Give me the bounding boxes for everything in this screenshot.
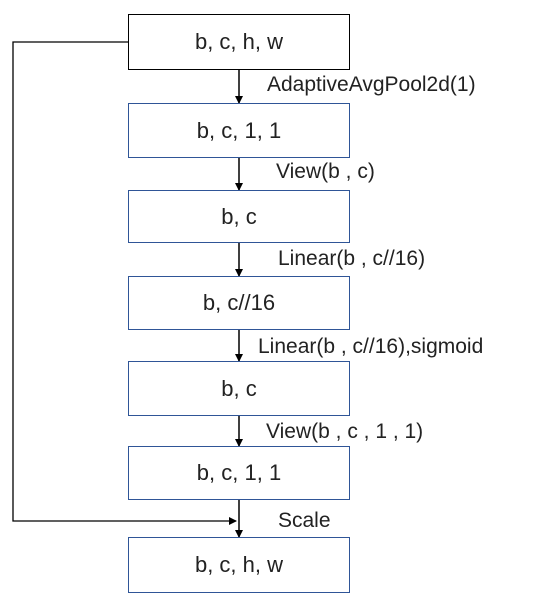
node-pooled: b, c, 1, 1 bbox=[128, 103, 350, 158]
node-pooled-label: b, c, 1, 1 bbox=[196, 117, 282, 143]
node-excited: b, c bbox=[128, 361, 350, 416]
op-scale: Scale bbox=[278, 509, 331, 532]
node-reduced: b, c//16 bbox=[128, 276, 350, 330]
node-output: b, c, h, w bbox=[128, 537, 350, 593]
node-reshaped: b, c, 1, 1 bbox=[128, 446, 350, 500]
op-view-reshape: View(b , c , 1 , 1) bbox=[266, 420, 424, 443]
node-viewed-label: b, c bbox=[221, 203, 257, 229]
op-view-b-c: View(b , c) bbox=[276, 160, 375, 183]
op-linear-sigmoid: Linear(b , c//16),sigmoid bbox=[258, 335, 484, 358]
node-input: b, c, h, w bbox=[128, 14, 350, 70]
node-output-label: b, c, h, w bbox=[194, 552, 284, 577]
node-excited-label: b, c bbox=[221, 375, 257, 401]
node-input-label: b, c, h, w bbox=[194, 29, 284, 54]
op-adaptive-avg-pool: AdaptiveAvgPool2d(1) bbox=[267, 73, 476, 96]
skip-connection-arrow bbox=[12, 41, 237, 525]
node-reshaped-label: b, c, 1, 1 bbox=[196, 460, 282, 485]
op-linear-reduce: Linear(b , c//16) bbox=[278, 247, 426, 270]
node-viewed: b, c bbox=[128, 190, 350, 243]
node-reduced-label: b, c//16 bbox=[202, 290, 276, 315]
